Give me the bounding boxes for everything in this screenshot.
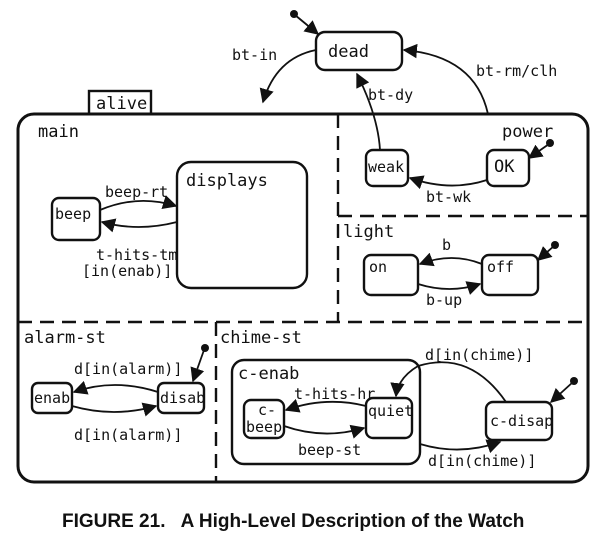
main-region-label: main — [38, 122, 79, 142]
bt-wk-label: bt-wk — [426, 188, 471, 206]
d-in-alarm-bottom-transition — [71, 402, 158, 417]
b-label: b — [442, 236, 451, 254]
quiet-state — [364, 396, 414, 440]
t-hits-hr-label: t-hits-hr — [294, 385, 375, 403]
disab-state — [156, 381, 206, 415]
c-disap-label: c-disap — [490, 412, 553, 430]
c-beep-state — [242, 398, 286, 440]
c-beep-label-line2: beep — [246, 418, 282, 436]
alive-state — [16, 112, 590, 484]
light-region-label: light — [343, 222, 394, 242]
bt-dy-transition — [356, 72, 381, 151]
off-default-dot — [551, 241, 559, 249]
dead-default-dot — [290, 10, 298, 18]
in-enab-label: [in(enab)] — [82, 262, 172, 280]
d-in-chime-top-transition — [390, 361, 507, 403]
on-label: on — [369, 258, 387, 276]
disab-default-arrow — [190, 349, 205, 383]
t-hits-hr-transition — [284, 398, 367, 413]
off-label: off — [487, 258, 514, 276]
d-in-chime-top-label: d[in(chime)] — [425, 346, 533, 364]
c-disap-default-dot — [570, 377, 578, 385]
dead-label: dead — [328, 42, 369, 62]
beep-st-label: beep-st — [298, 441, 361, 459]
d-in-chime-bottom-transition — [419, 439, 502, 454]
c-beep-label-line1: c- — [258, 401, 276, 419]
c-disap-state — [484, 400, 554, 442]
c-disap-default-arrow — [549, 381, 574, 403]
alarm-st-region-label: alarm-st — [24, 328, 106, 348]
enab-state — [30, 381, 74, 415]
dead-default-arrow — [294, 14, 320, 35]
b-up-label: b-up — [426, 291, 462, 309]
weak-state — [364, 148, 410, 188]
ok-label: OK — [494, 157, 515, 177]
off-default-arrow — [536, 245, 555, 261]
figure-caption: FIGURE 21. A High-Level Description of t… — [62, 511, 524, 532]
off-state — [480, 253, 540, 297]
power-region-label: power — [502, 122, 553, 142]
bt-in-label: bt-in — [232, 46, 277, 64]
d-in-alarm-bottom-label: d[in(alarm)] — [74, 426, 182, 444]
ok-default-dot — [546, 139, 554, 147]
bt-in-transition — [259, 49, 317, 104]
displays-state — [175, 160, 309, 290]
chime-st-region-label: chime-st — [220, 328, 302, 348]
dead-state — [314, 30, 404, 72]
t-hits-tm-label: t-hits-tm — [96, 246, 177, 264]
d-in-alarm-top-transition — [72, 380, 159, 395]
beep-label: beep — [55, 205, 91, 223]
disab-default-dot — [201, 344, 209, 352]
weak-label: weak — [368, 158, 404, 176]
beep-state — [50, 196, 102, 242]
t-hits-tm-transition — [100, 218, 178, 233]
on-state — [362, 253, 420, 297]
ok-state — [485, 148, 531, 188]
d-in-alarm-top-label: d[in(alarm)] — [74, 360, 182, 378]
beep-rt-transition — [99, 195, 178, 211]
beep-rt-label: beep-rt — [105, 183, 168, 201]
disab-label: disab — [160, 389, 205, 407]
ok-default-arrow — [527, 143, 550, 159]
b-up-transition — [417, 281, 482, 295]
quiet-label: quiet — [368, 402, 413, 420]
d-in-chime-bottom-label: d[in(chime)] — [428, 452, 536, 470]
bt-rm-clh-label: bt-rm/clh — [476, 62, 557, 80]
alive-label: alive — [96, 94, 147, 114]
enab-label: enab — [34, 389, 70, 407]
bt-dy-label: bt-dy — [368, 86, 413, 104]
beep-st-transition — [283, 424, 366, 439]
bt-wk-transition — [408, 175, 488, 190]
displays-label: displays — [186, 171, 268, 191]
bt-rm-clh-transition — [402, 43, 489, 115]
b-transition — [418, 252, 483, 267]
c-enab-label: c-enab — [238, 364, 299, 384]
